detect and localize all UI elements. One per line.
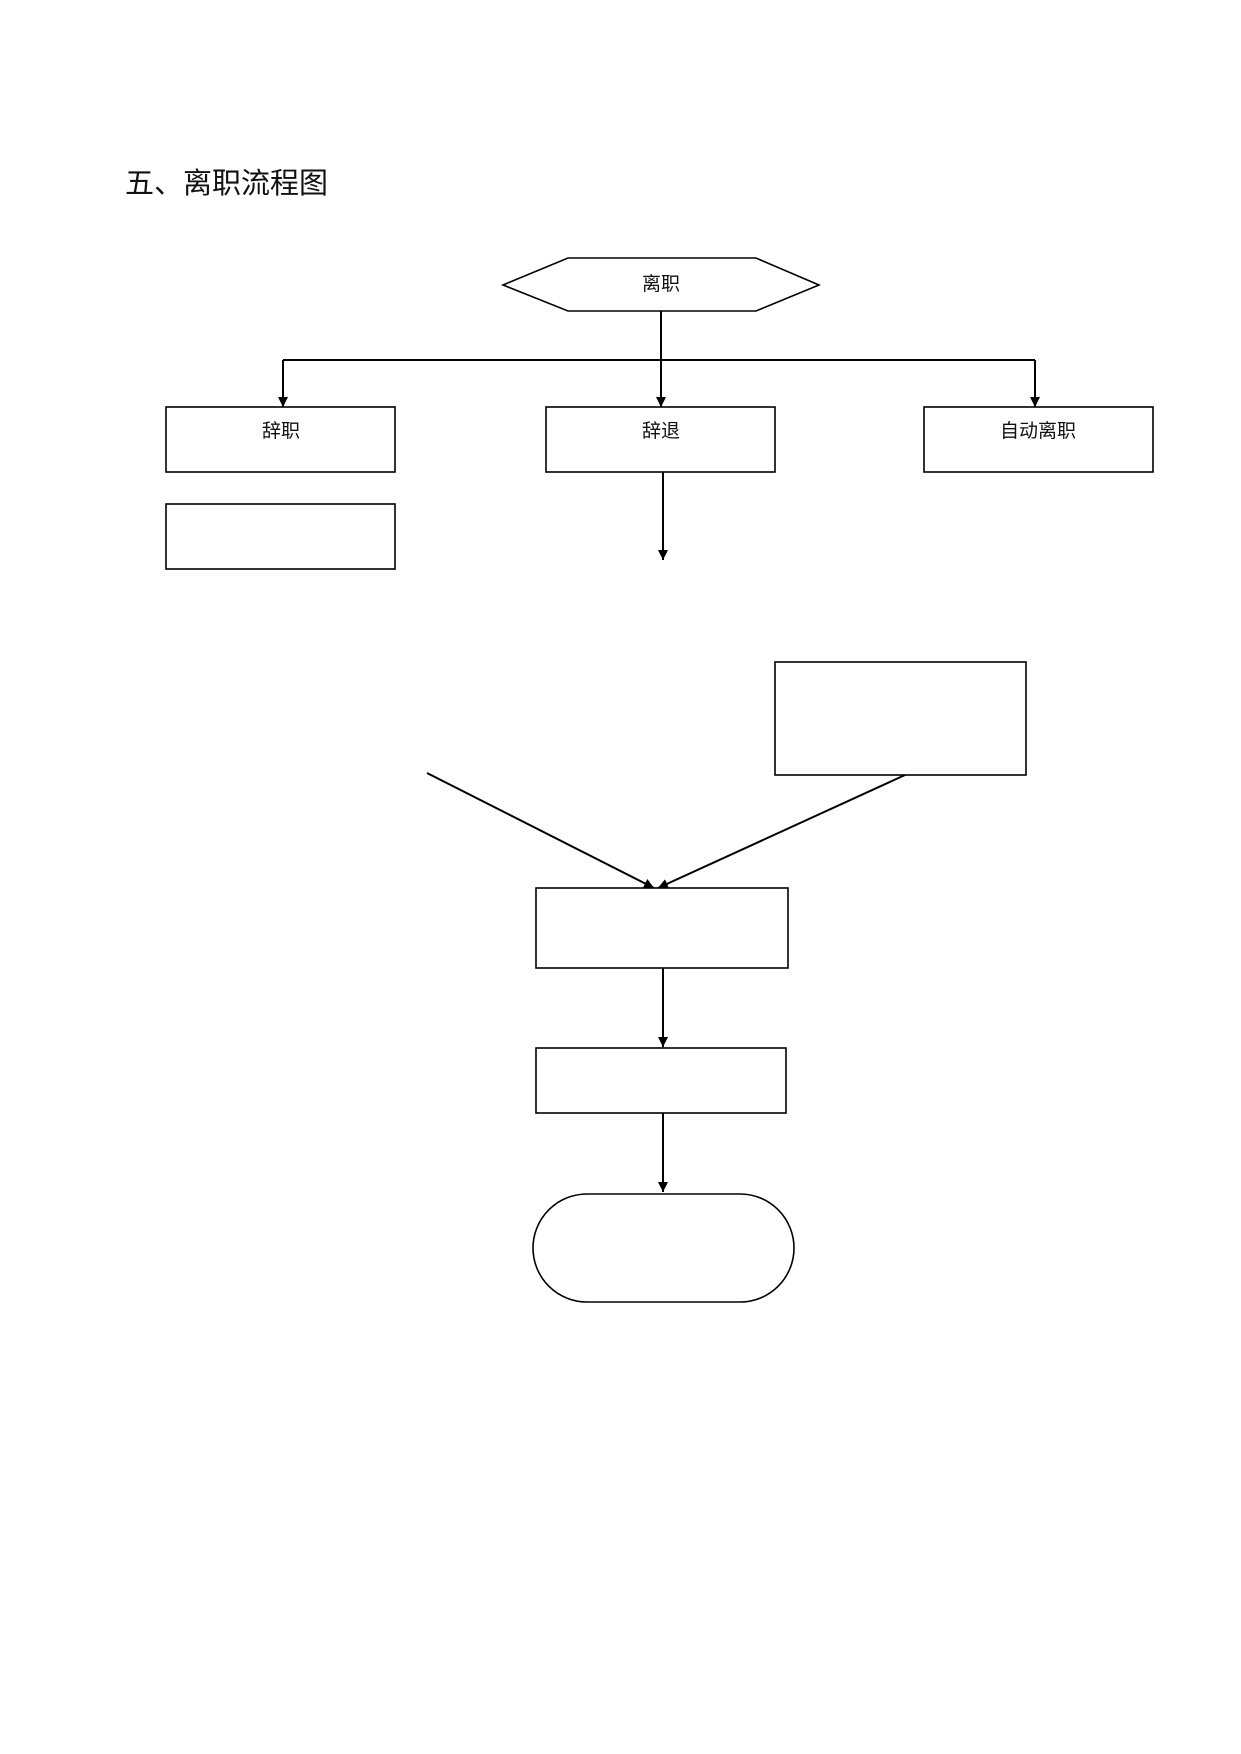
- dismiss-box: [545, 406, 776, 473]
- start-hexagon-shape: [500, 257, 822, 312]
- end-terminator-shape: [532, 1193, 795, 1303]
- node-auto-leave: 自动离职: [923, 406, 1154, 473]
- auto-leave-label: 自动离职: [1000, 420, 1076, 442]
- auto-leave-box: [923, 406, 1154, 473]
- resign-box: [165, 406, 396, 473]
- node-end: [532, 1193, 795, 1303]
- node-resign-next: [165, 503, 396, 570]
- connector-right-diagonal: [657, 774, 906, 889]
- page-title: 五、离职流程图: [125, 166, 329, 200]
- start-label: 离职: [642, 273, 680, 295]
- step-box: [535, 1047, 787, 1114]
- node-step-box: [535, 1047, 787, 1114]
- merge-box: [535, 887, 789, 969]
- resign-next-box: [165, 503, 396, 570]
- dismiss-label: 辞退: [642, 420, 680, 442]
- node-dismiss: 辞退: [545, 406, 776, 473]
- resign-label: 辞职: [262, 420, 300, 442]
- node-start: 离职: [500, 257, 822, 312]
- node-right-box: [774, 661, 1027, 776]
- node-resign: 辞职: [165, 406, 396, 473]
- right-box: [774, 661, 1027, 776]
- connector-left-diagonal: [426, 772, 655, 889]
- node-merge-box: [535, 887, 789, 969]
- connectors: [278, 310, 1040, 1192]
